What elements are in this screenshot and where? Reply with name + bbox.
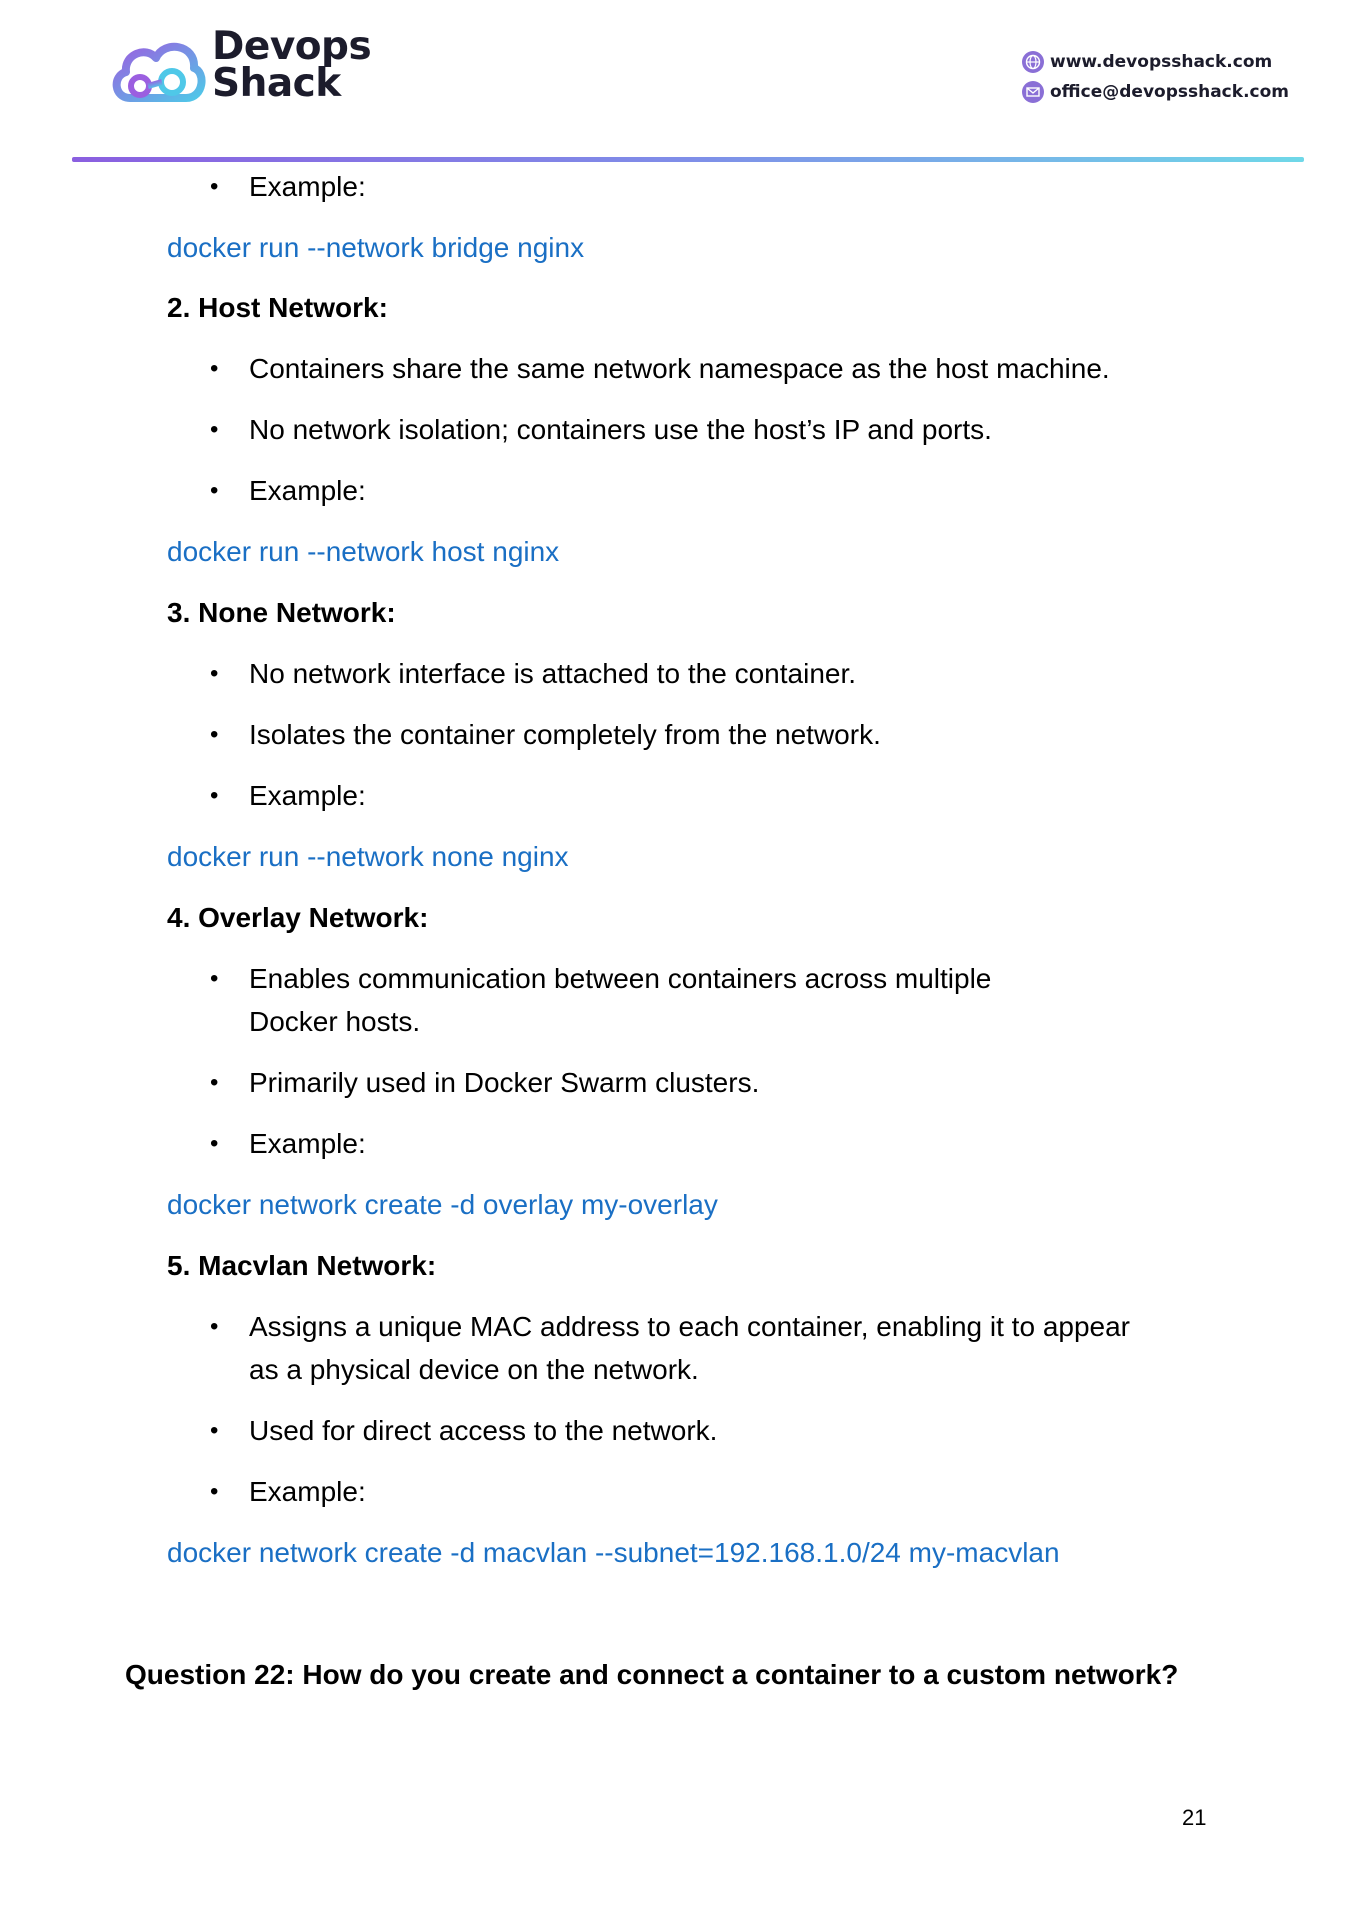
list-item-continuation: as a physical device on the network. bbox=[249, 1354, 699, 1385]
brand-name: Devops Shack bbox=[212, 24, 372, 106]
list-item: Example: bbox=[210, 779, 366, 813]
code-snippet: docker run --network bridge nginx bbox=[167, 232, 585, 263]
section-heading: 5. Macvlan Network: bbox=[167, 1250, 437, 1281]
section-heading: 4. Overlay Network: bbox=[167, 902, 429, 933]
list-item: Containers share the same network namesp… bbox=[210, 352, 1110, 386]
list-item: Example: bbox=[210, 1127, 366, 1161]
brand-line-1: Devops bbox=[212, 24, 372, 69]
header-divider bbox=[72, 157, 1304, 162]
list-item: Example: bbox=[210, 474, 366, 508]
website-link[interactable]: www.devopsshack.com bbox=[1050, 52, 1273, 72]
code-snippet: docker network create -d overlay my-over… bbox=[167, 1189, 718, 1220]
list-item: Used for direct access to the network. bbox=[210, 1414, 717, 1448]
website-row[interactable]: www.devopsshack.com bbox=[1022, 47, 1289, 77]
code-snippet: docker run --network none nginx bbox=[167, 841, 569, 872]
mail-icon bbox=[1022, 81, 1044, 103]
code-snippet: docker run --network host nginx bbox=[167, 536, 560, 567]
list-item: No network isolation; containers use the… bbox=[210, 413, 992, 447]
section-heading: 3. None Network: bbox=[167, 597, 396, 628]
list-item: Enables communication between containers… bbox=[210, 962, 991, 996]
list-item: Isolates the container completely from t… bbox=[210, 718, 881, 752]
cloud-logo-icon bbox=[112, 42, 206, 102]
email-row[interactable]: office@devopsshack.com bbox=[1022, 77, 1289, 107]
list-item: Example: bbox=[210, 170, 366, 204]
list-item: Assigns a unique MAC address to each con… bbox=[210, 1310, 1130, 1344]
list-item: Example: bbox=[210, 1475, 366, 1509]
contact-info: www.devopsshack.com office@devopsshack.c… bbox=[1022, 47, 1289, 107]
list-item: Primarily used in Docker Swarm clusters. bbox=[210, 1066, 759, 1100]
list-item: No network interface is attached to the … bbox=[210, 657, 856, 691]
list-item-continuation: Docker hosts. bbox=[249, 1006, 421, 1037]
page-number: 21 bbox=[1182, 1805, 1207, 1830]
section-heading: 2. Host Network: bbox=[167, 292, 388, 323]
globe-icon bbox=[1022, 51, 1044, 73]
brand-logo: Devops Shack bbox=[108, 24, 388, 110]
email-link[interactable]: office@devopsshack.com bbox=[1050, 82, 1289, 102]
code-snippet: docker network create -d macvlan --subne… bbox=[167, 1537, 1060, 1568]
brand-line-2: Shack bbox=[212, 61, 341, 106]
question-heading: Question 22: How do you create and conne… bbox=[125, 1659, 1179, 1690]
